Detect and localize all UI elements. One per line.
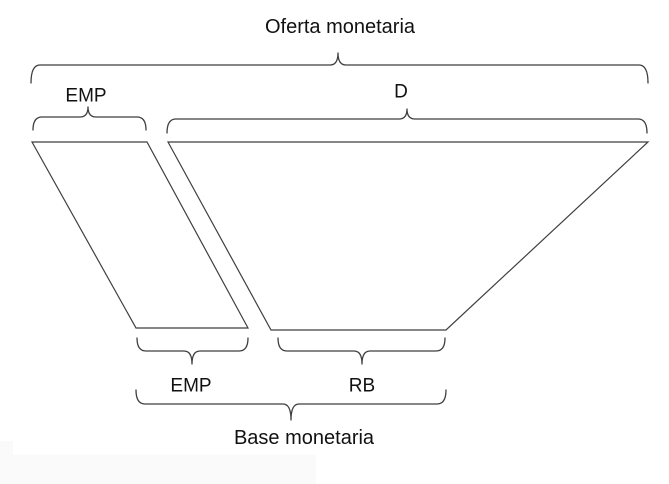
base-monetaria-brace bbox=[135, 389, 447, 421]
diagram-title: Oferta monetaria bbox=[264, 16, 416, 38]
d-trapezoid bbox=[166, 141, 650, 331]
emp-bottom-brace bbox=[136, 337, 249, 365]
emp-top-brace bbox=[32, 106, 147, 131]
emp-top-label: EMP bbox=[65, 85, 107, 107]
scan-artifact-band bbox=[0, 455, 316, 484]
d-top-brace bbox=[166, 108, 648, 134]
base-monetaria-label: Base monetaria bbox=[233, 427, 375, 449]
d-top-label: D bbox=[394, 81, 408, 103]
emp-parallelogram bbox=[30, 141, 250, 329]
oferta-monetaria-brace bbox=[30, 52, 649, 84]
emp-bottom-label: EMP bbox=[170, 375, 212, 397]
rb-bottom-brace bbox=[277, 337, 446, 365]
rb-bottom-label: RB bbox=[348, 375, 376, 397]
